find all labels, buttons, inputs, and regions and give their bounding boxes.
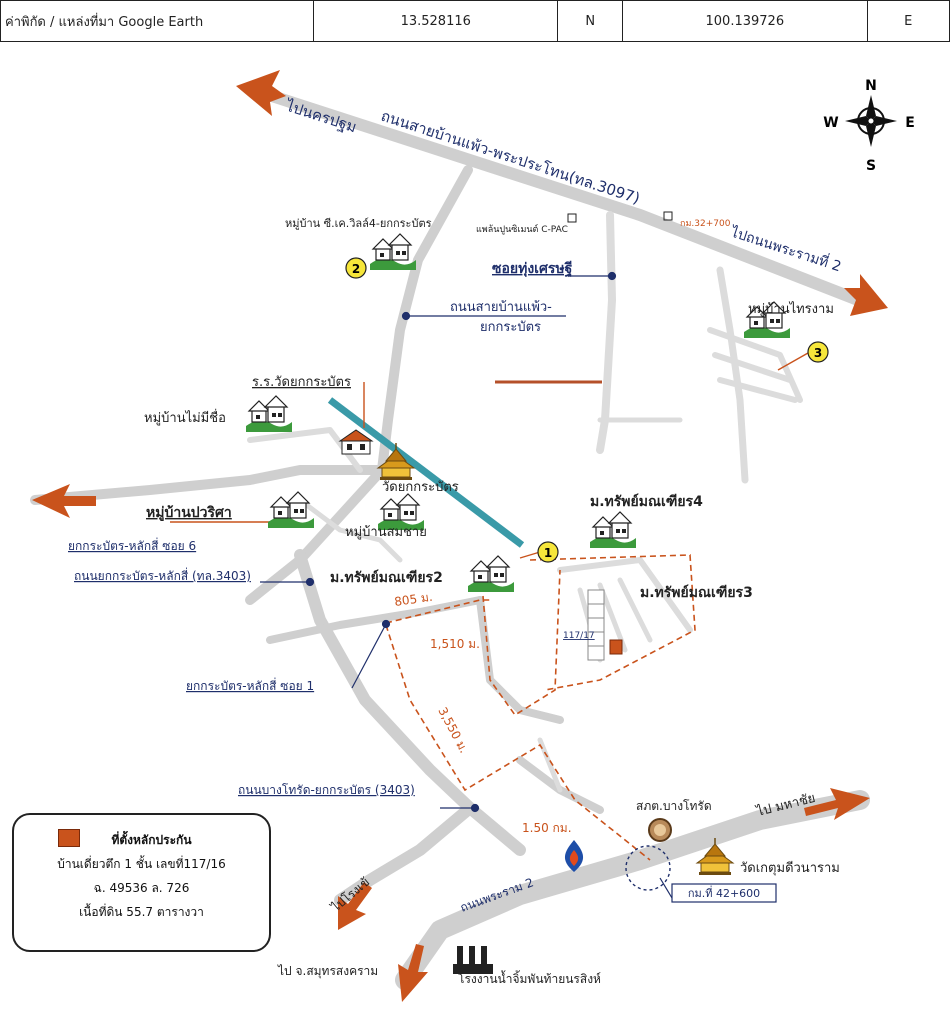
compass-w: W [823, 115, 838, 131]
route-3550 [385, 624, 651, 861]
house-icon-sap4 [589, 511, 637, 549]
compass-e: E [905, 115, 915, 131]
road-3097 [266, 90, 864, 306]
road-misc-a [247, 427, 363, 473]
label-to-nakhonpathom: ไปนครปฐม [283, 96, 359, 136]
coordinate-source-label: ค่าพิกัด / แหล่งที่มา Google Earth [1, 1, 315, 41]
legend-line3: เนื้อที่ดิน 55.7 ตารางวา [79, 905, 204, 919]
road-misc-b [557, 557, 693, 633]
property-plot [587, 589, 623, 661]
road-misc-g [297, 497, 403, 563]
house-icon-parisa [267, 491, 315, 529]
label-dist-805: 805 ม. [393, 590, 433, 609]
school-icon [338, 429, 374, 455]
label-village-sk: หมู่บ้าน ซี.เค.วิลล์4-ยกกระบัตร [285, 217, 432, 230]
km-post-icon [663, 211, 673, 221]
arrow-to-rama2-icon [844, 274, 888, 316]
marker-1: 1 [537, 541, 559, 563]
label-wat-yokkrabat: วัดยกกระบัตร [382, 480, 459, 495]
label-village-parisa: หมู่บ้านปวริศา [146, 505, 232, 521]
cpac-icon [567, 213, 577, 223]
label-road-3403: ถนนยกกระบัตร-หลักสี่ (ทล.3403) [74, 567, 251, 583]
longitude-direction: E [904, 13, 913, 29]
label-road-bangtorat: ถนนบางโทรัด-ยกกระบัตร (3403) [238, 783, 415, 797]
label-road-banphaeo-2: ยกกระบัตร [480, 320, 541, 335]
road-soi1 [266, 596, 484, 644]
road-saingam-b [707, 327, 803, 403]
road-rongkhe [334, 802, 476, 906]
road-rama2 [395, 790, 870, 990]
marker-2: 2 [345, 257, 367, 279]
coordinate-bar: ค่าพิกัด / แหล่งที่มา Google Earth 13.52… [0, 0, 950, 42]
road-saingam-d [717, 377, 798, 403]
svg-text:3: 3 [814, 346, 822, 360]
house-icon-maimichue [245, 395, 293, 433]
svg-text:1: 1 [544, 546, 552, 560]
marker-3: 3 [807, 341, 829, 363]
road-west [30, 465, 387, 505]
label-police: สภต.บางโทรัด [636, 799, 712, 813]
longitude-value: 100.139726 [623, 1, 868, 41]
arrow-west-icon [32, 484, 96, 518]
label-fish-factory: โรงงานน้ำจิ้มพันท้ายนรสิงห์ [458, 970, 601, 986]
route-1510 [482, 569, 561, 717]
label-wat-kathum: วัดเกตุมดีวนาราม [740, 860, 840, 876]
junction-circle [625, 845, 671, 891]
compass-s: S [866, 158, 876, 174]
label-dist-1510: 1,510 ม. [430, 637, 480, 651]
label-leaders [260, 271, 673, 899]
label-school: ร.ร.วัดยกกระบัตร [252, 375, 351, 390]
label-road-banphaeo-1: ถนนสายบ้านแพ้ว- [450, 300, 552, 315]
factory-icon [453, 946, 493, 974]
label-to-samutsongkhram: ไป จ.สมุทรสงคราม [277, 964, 378, 979]
fuel-icon [564, 840, 584, 872]
label-dist-150: 1.50 กม. [522, 821, 572, 835]
road-saingam [716, 266, 749, 484]
label-road-3097: ถนนสายบ้านแพ้ว-พระประโทน(ทล.3097) [379, 107, 642, 208]
latitude-value: 13.528116 [314, 1, 559, 41]
label-village-saingam: หมู่บ้านไทรงาม [748, 301, 834, 317]
label-village-somchai: หมู่บ้านสมชาย [345, 525, 427, 540]
police-seal-icon [648, 818, 672, 842]
label-km-32: กม.32+700 [680, 219, 731, 229]
label-sap2: ม.ทรัพย์มณเฑียร2 [330, 569, 443, 586]
house-icon-sap2 [467, 555, 515, 593]
label-cpac: แพล้นปูนซิเมนต์ C-PAC [476, 223, 568, 235]
legend-line1: บ้านเดี่ยวตึก 1 ชั้น เลขที่117/16 [57, 857, 226, 871]
compass-icon [845, 95, 897, 147]
label-village-maimichue: หมู่บ้านไม่มีชื่อ [144, 409, 226, 426]
legend-box: ที่ตั้งหลักประกัน บ้านเดี่ยวตึก 1 ชั้น เ… [12, 813, 271, 952]
property-legend-icon [58, 829, 80, 847]
label-plot-no: 117/17 [563, 631, 595, 641]
house-icon-sk [369, 233, 417, 271]
label-sap4: ม.ทรัพย์มณเฑียร4 [590, 493, 703, 510]
latitude-direction: N [558, 1, 624, 41]
road-misc-h [537, 737, 563, 793]
arrow-to-nakhonpathom-icon [236, 70, 286, 116]
label-soi6: ยกกระบัตร-หลักสี่ ซอย 6 [68, 537, 196, 553]
road-sap2-south [476, 596, 564, 724]
property-marker-icon [609, 639, 623, 655]
arrow-to-rongkhe-icon [338, 882, 372, 930]
road-soi-thung [596, 211, 616, 454]
label-dist-3550: 3,550 ม. [435, 705, 471, 756]
arrow-to-mahachai-icon [804, 788, 870, 820]
road-saingam-c [712, 352, 793, 383]
km-42-box: กม.ที่ 42+600 [671, 883, 777, 903]
road-3403 [294, 549, 526, 856]
label-soi1: ยกกระบัตร-หลักสี่ ซอย 1 [186, 677, 314, 693]
label-soi-thung: ซอยทุ่งเศรษฐี [492, 261, 573, 278]
legend-line2: ฉ. 49536 ล. 726 [93, 881, 190, 895]
canal-line [327, 397, 525, 548]
route-805 [385, 599, 490, 624]
label-km-42: กม.ที่ 42+600 [688, 885, 760, 900]
road-misc-e [617, 577, 653, 643]
legend-title: ที่ตั้งหลักประกัน [111, 833, 192, 847]
compass-n: N [865, 78, 877, 94]
arrow-to-samutsongkhram-icon [398, 944, 428, 1002]
area-sap3 [529, 554, 696, 691]
label-sap3: ม.ทรัพย์มณเฑียร3 [640, 584, 753, 601]
svg-text:2: 2 [352, 262, 360, 276]
